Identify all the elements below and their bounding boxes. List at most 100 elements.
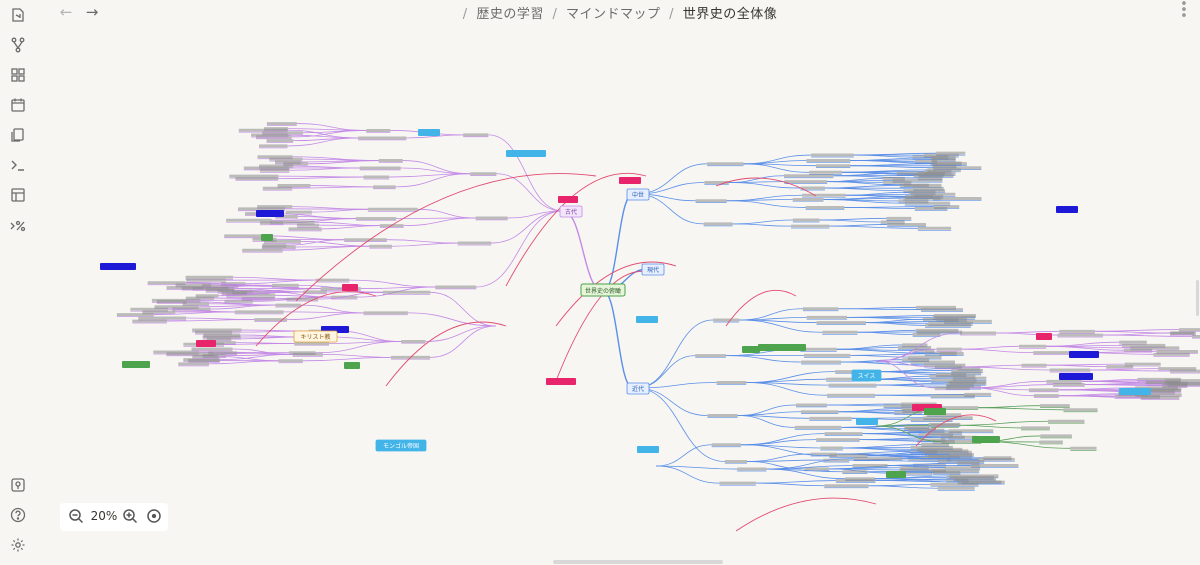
- page-title[interactable]: 世界史の全体像: [682, 7, 778, 22]
- mindmap-node: [277, 184, 311, 188]
- pages-icon[interactable]: [10, 127, 26, 143]
- mindmap-node: [258, 144, 288, 148]
- mindmap-node: [1039, 404, 1070, 408]
- mindmap-edge: [635, 319, 714, 389]
- mindmap-node: [820, 446, 843, 450]
- mindmap-edge: [746, 378, 827, 383]
- mindmap-edge: [301, 304, 364, 314]
- mindmap-edge: [417, 208, 476, 219]
- mindmap-node: [1192, 334, 1200, 338]
- mindmap-edge: [747, 459, 824, 462]
- more-options-icon[interactable]: •••: [1180, 0, 1188, 24]
- mindmap-node: [883, 180, 912, 184]
- mindmap-node: [138, 316, 187, 320]
- mindmap-edge: [488, 134, 564, 212]
- mindmap-node: [921, 443, 950, 447]
- mindmap-node: [401, 339, 426, 343]
- mindmap-edge: [737, 411, 802, 416]
- mindmap-node: [829, 454, 868, 458]
- mindmap-node: [457, 241, 492, 245]
- mindmap-tag: [1059, 373, 1093, 380]
- zoom-in-icon[interactable]: [122, 508, 138, 524]
- mindmap-edge: [655, 465, 738, 470]
- mindmap-node: [1039, 440, 1063, 444]
- top-bar: ← → / 歴史の学習 / マインドマップ / 世界史の全体像 •••: [36, 0, 1200, 26]
- mindmap-edge: [655, 465, 720, 484]
- graph-view-icon[interactable]: [10, 37, 26, 53]
- mindmap-node: [948, 435, 977, 439]
- mindmap-node: [221, 291, 248, 295]
- breadcrumb-item-history[interactable]: 歴史の学習: [476, 7, 544, 22]
- mindmap-node: [234, 310, 284, 314]
- vertical-scrollbar[interactable]: [1196, 280, 1199, 316]
- mindmap-center-node: [580, 283, 626, 297]
- canvas-icon[interactable]: [10, 67, 26, 83]
- settings-icon[interactable]: [10, 537, 26, 553]
- mindmap-node: [931, 158, 956, 162]
- zoom-out-icon[interactable]: [68, 508, 84, 524]
- terminal-icon[interactable]: [10, 157, 26, 173]
- mindmap-tag: [558, 196, 578, 203]
- mindmap-node: [1121, 343, 1166, 347]
- mindmap-node: [192, 354, 219, 358]
- mindmap-node: [1021, 363, 1047, 367]
- mindmap-edge: [210, 304, 276, 310]
- mindmap-edge: [1090, 369, 1171, 372]
- mindmap-tag: [418, 129, 440, 136]
- mindmap-node: [930, 482, 979, 486]
- mindmap-node: [801, 360, 842, 364]
- new-page-icon[interactable]: [10, 7, 26, 23]
- mindmap-edge: [218, 356, 279, 362]
- back-arrow-icon[interactable]: ←: [59, 3, 73, 21]
- mindmap-node: [802, 193, 846, 197]
- mindmap-tag: [776, 344, 806, 351]
- mindmap-branch-node: [626, 382, 650, 395]
- breadcrumb-item-mindmap[interactable]: マインドマップ: [566, 7, 661, 22]
- mindmap-node: [977, 457, 1015, 461]
- mindmap-edge: [349, 279, 436, 288]
- mindmap-node: [226, 293, 276, 297]
- mindmap-edge: [859, 439, 933, 442]
- mindmap-edge: [969, 387, 1034, 397]
- mindmap-branch-label: 古代: [565, 208, 577, 216]
- mindmap-node: [947, 383, 974, 387]
- mindmap-node: [235, 177, 279, 181]
- mindmap-node: [226, 218, 272, 222]
- mindmap-node: [944, 466, 981, 470]
- mindmap-branch-node: [293, 330, 338, 343]
- mindmap-branch-node: [559, 205, 583, 218]
- mindmap-node: [1049, 368, 1091, 372]
- mindmap-node: [917, 176, 943, 180]
- mindmap-node: [724, 460, 748, 464]
- mindmap-node: [897, 345, 932, 349]
- mindmap-canvas[interactable]: 世界史の俯瞰古代中世近代現代キリスト教モンゴル帝国スイス: [36, 26, 1200, 556]
- zoom-fit-icon[interactable]: [146, 508, 162, 524]
- mindmap-node: [792, 198, 824, 202]
- percent-icon[interactable]: [10, 218, 26, 234]
- mindmap-node: [1028, 388, 1059, 392]
- mindmap-node: [191, 347, 233, 351]
- mindmap-node: [695, 199, 727, 203]
- horizontal-scrollbar[interactable]: [553, 560, 723, 564]
- mindmap-node: [898, 199, 929, 203]
- mindmap-node: [913, 186, 944, 190]
- mindmap-node: [939, 352, 964, 356]
- help-icon[interactable]: [10, 507, 26, 523]
- mindmap-node: [719, 481, 756, 485]
- mindmap-node: [707, 162, 744, 166]
- mindmap-edge: [278, 176, 364, 180]
- mindmap-node: [853, 457, 903, 461]
- calendar-icon[interactable]: [10, 97, 26, 113]
- mindmap-node: [917, 226, 952, 230]
- mindmap-node: [823, 458, 850, 462]
- mindmap-node: [790, 224, 830, 228]
- mindmap-node: [1047, 419, 1085, 423]
- mindmap-tag: [546, 378, 576, 385]
- map-pin-icon[interactable]: [10, 477, 26, 493]
- mindmap-node: [185, 275, 234, 279]
- mindmap-node: [912, 333, 941, 337]
- template-icon[interactable]: [10, 187, 26, 203]
- forward-arrow-icon[interactable]: →: [85, 3, 99, 21]
- mindmap-edge: [218, 291, 304, 297]
